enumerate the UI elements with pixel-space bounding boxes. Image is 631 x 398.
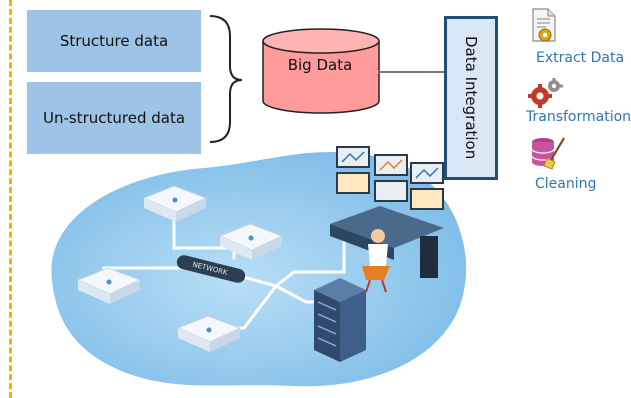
network-illustration: NETWORK <box>51 146 467 387</box>
monitor-wall <box>336 146 444 210</box>
router-device-3 <box>76 267 142 304</box>
database-broom-icon <box>531 137 565 170</box>
monitoring-workstation <box>330 146 444 293</box>
router-device-4 <box>176 315 242 352</box>
server-rack <box>314 278 366 362</box>
connector-line <box>378 71 444 73</box>
document-gear-icon <box>532 8 556 42</box>
structured-data-label: Structure data <box>59 32 169 50</box>
unstructured-data-label: Un-structured data <box>42 109 186 127</box>
big-data-label: Big Data <box>287 56 353 74</box>
dashed-left-border <box>9 0 12 398</box>
data-integration-label: Data Integration <box>462 36 480 160</box>
router-device-1 <box>142 185 208 222</box>
data-integration-box: Data Integration <box>444 16 498 180</box>
extract-data-label: Extract Data <box>536 50 625 66</box>
router-device-2 <box>218 223 284 260</box>
gears-icon <box>528 78 563 108</box>
unstructured-data-box: Un-structured data <box>27 82 201 154</box>
cleaning-label: Cleaning <box>535 176 597 192</box>
curly-brace <box>209 15 243 143</box>
big-data-cylinder <box>262 28 380 114</box>
transformation-label: Transformation <box>526 109 631 125</box>
network-cable: NETWORK <box>176 255 246 283</box>
structured-data-box: Structure data <box>27 10 201 72</box>
